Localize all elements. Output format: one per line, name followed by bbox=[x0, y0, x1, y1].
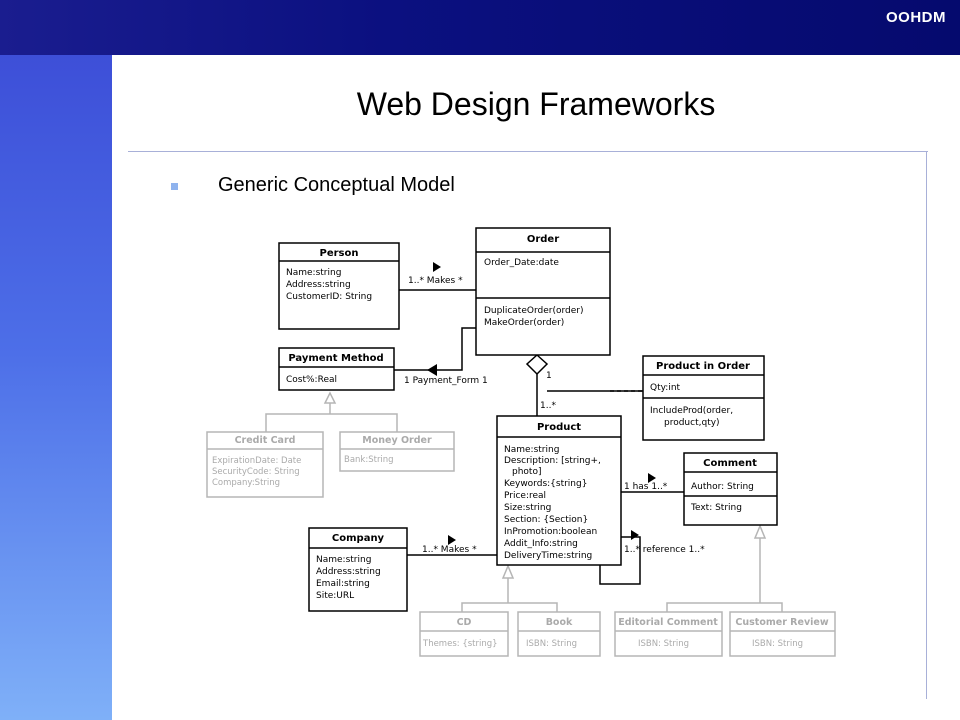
reference-label: 1..* reference 1..* bbox=[624, 545, 705, 555]
attribute: DeliveryTime:string bbox=[504, 551, 592, 561]
makes-order-label: 1..* Makes * bbox=[408, 276, 463, 286]
operation: product,qty) bbox=[664, 418, 720, 428]
product-generalization-icon bbox=[501, 564, 515, 579]
attribute: Site:URL bbox=[316, 591, 354, 601]
attribute: Section: {Section} bbox=[504, 515, 588, 525]
attribute: Name:string bbox=[286, 268, 341, 278]
attribute: Themes: {string} bbox=[422, 639, 498, 649]
class-name: Company bbox=[332, 533, 385, 544]
attribute: photo] bbox=[512, 467, 541, 477]
product-class: Product Name:string Description: [string… bbox=[496, 415, 622, 566]
attribute: Author: String bbox=[691, 482, 754, 492]
attribute: InPromotion:boolean bbox=[504, 527, 597, 537]
class-name: Person bbox=[320, 248, 359, 259]
company-makes-label: 1..* Makes * bbox=[422, 545, 477, 555]
has-label: 1 has 1..* bbox=[624, 482, 668, 492]
comment-subclass-link bbox=[666, 602, 783, 612]
attribute: ISBN: String bbox=[526, 639, 577, 649]
order-one-label: 1 bbox=[546, 371, 552, 381]
person-class: Person Name:string Address:string Custom… bbox=[278, 242, 400, 330]
class-name: Product in Order bbox=[656, 361, 750, 372]
attribute: Text: String bbox=[690, 503, 742, 513]
company-makes-arrow-icon bbox=[448, 535, 456, 545]
bullet-text: Generic Conceptual Model bbox=[218, 174, 455, 196]
association-labels: 1..* Makes * 1 Payment_Form 1 1 1..* 1 h… bbox=[404, 276, 705, 555]
attribute: Keywords:{string} bbox=[504, 479, 587, 489]
attribute: SecurityCode: String bbox=[212, 467, 300, 477]
class-name: CD bbox=[457, 617, 472, 628]
attribute: Size:string bbox=[504, 503, 551, 513]
payment-subclass-link bbox=[265, 413, 398, 432]
credit-card-class: Credit Card ExpirationDate: Date Securit… bbox=[206, 431, 324, 498]
attribute: ISBN: String bbox=[752, 639, 803, 649]
content-border bbox=[926, 151, 927, 699]
attribute: Price:real bbox=[504, 491, 546, 501]
comment-generalization-icon bbox=[753, 524, 767, 539]
comment-class: Comment Author: String Text: String bbox=[683, 452, 778, 526]
money-order-class: Money Order Bank:String bbox=[339, 431, 455, 472]
attribute: Name:string bbox=[316, 555, 371, 565]
attribute: Order_Date:date bbox=[484, 258, 559, 268]
attribute: CustomerID: String bbox=[286, 292, 372, 302]
attribute: Email:string bbox=[316, 579, 370, 589]
operation: MakeOrder(order) bbox=[484, 318, 564, 328]
attribute: Bank:String bbox=[344, 455, 394, 465]
attribute: Address:string bbox=[316, 567, 381, 577]
book-class: Book ISBN: String bbox=[517, 611, 601, 657]
class-name: Customer Review bbox=[735, 617, 828, 628]
payment-form-label: 1 Payment_Form 1 bbox=[404, 376, 488, 386]
attribute: ExpirationDate: Date bbox=[212, 456, 301, 466]
slide-title: Web Design Frameworks bbox=[356, 86, 716, 122]
class-name: Editorial Comment bbox=[618, 617, 718, 628]
header-bar: OOHDM bbox=[0, 0, 960, 55]
attribute: ISBN: String bbox=[638, 639, 689, 649]
operation: IncludeProd(order, bbox=[650, 406, 733, 416]
product-in-order-class: Product in Order Qty:int IncludeProd(ord… bbox=[642, 355, 765, 441]
aggregation-diamond-icon bbox=[525, 353, 549, 376]
title-divider bbox=[128, 151, 928, 152]
left-accent-bar bbox=[0, 55, 112, 720]
class-name: Comment bbox=[703, 458, 757, 469]
bullet-icon bbox=[171, 183, 178, 190]
cd-class: CD Themes: {string} bbox=[419, 611, 509, 657]
operation: DuplicateOrder(order) bbox=[484, 306, 583, 316]
order-payment-link bbox=[394, 327, 476, 371]
attribute: Qty:int bbox=[650, 383, 681, 393]
payment-method-class: Payment Method Cost%:Real bbox=[278, 347, 395, 391]
class-name: Order bbox=[527, 234, 559, 245]
company-class: Company Name:string Address:string Email… bbox=[308, 527, 408, 612]
editorial-comment-class: Editorial Comment ISBN: String bbox=[614, 611, 723, 657]
class-name: Book bbox=[546, 617, 573, 628]
attribute: Address:string bbox=[286, 280, 351, 290]
class-name: Payment Method bbox=[288, 353, 383, 364]
order-class: Order Order_Date:date DuplicateOrder(ord… bbox=[475, 227, 611, 356]
class-name: Money Order bbox=[362, 435, 432, 446]
makes-arrow-icon bbox=[433, 262, 441, 272]
attribute: Name:string bbox=[504, 445, 559, 455]
attribute: Cost%:Real bbox=[286, 375, 337, 385]
has-arrow-icon bbox=[648, 473, 656, 483]
payment-generalization-icon bbox=[323, 391, 337, 404]
connectors bbox=[394, 289, 684, 585]
payment-arrow-icon bbox=[427, 364, 437, 376]
arrowheads bbox=[427, 262, 656, 545]
brand-label: OOHDM bbox=[886, 9, 946, 26]
class-name: Credit Card bbox=[235, 435, 296, 446]
attribute: Description: [string+, bbox=[504, 456, 601, 466]
order-many-label: 1..* bbox=[540, 401, 556, 411]
generalizations bbox=[265, 403, 783, 612]
customer-review-class: Customer Review ISBN: String bbox=[729, 611, 836, 657]
attribute: Addit_Info:string bbox=[504, 539, 578, 549]
product-subclass-link bbox=[461, 602, 558, 612]
reference-arrow-icon bbox=[631, 530, 639, 540]
attribute: Company:String bbox=[212, 478, 280, 488]
class-name: Product bbox=[537, 422, 581, 433]
